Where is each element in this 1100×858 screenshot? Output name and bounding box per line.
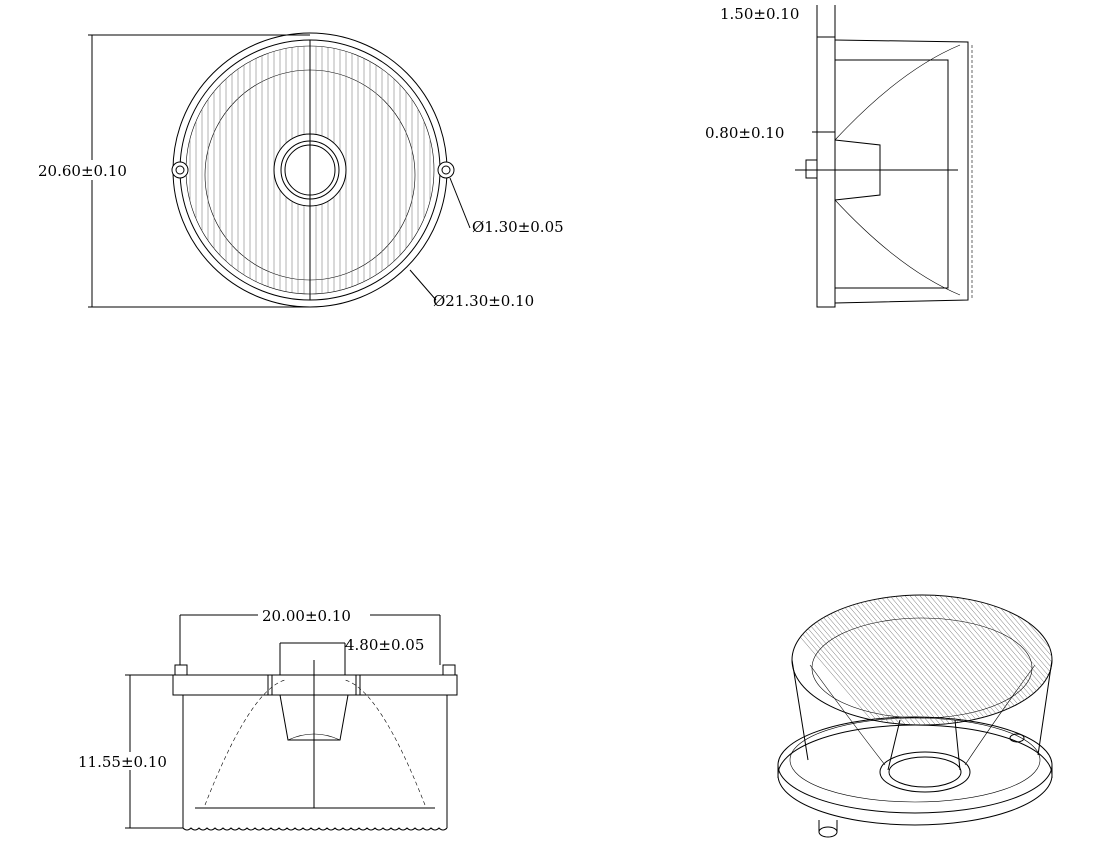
- hatch-line: [889, 595, 1011, 725]
- cavity-width-dimension: 4.80±0.05: [345, 636, 424, 654]
- hatch-line: [799, 595, 921, 725]
- hatch-line: [1014, 595, 1052, 725]
- hatch-line: [929, 595, 1051, 725]
- hatch-line: [1039, 595, 1052, 725]
- hatch-line: [979, 595, 1052, 725]
- hatch-line: [864, 595, 986, 725]
- hatch-line: [792, 595, 886, 725]
- hatch-line: [894, 595, 1016, 725]
- hatch-line: [969, 595, 1052, 725]
- hatch-line: [914, 595, 1036, 725]
- hatch-line: [959, 595, 1052, 725]
- flange-thickness-dimension: 1.50±0.10: [720, 5, 799, 23]
- hatch-line: [954, 595, 1052, 725]
- hatch-line: [974, 595, 1052, 725]
- hatch-line: [814, 595, 936, 725]
- front-view: [88, 32, 471, 308]
- hatch-line: [909, 595, 1031, 725]
- hatch-line: [879, 595, 1001, 725]
- hatch-line: [844, 595, 966, 725]
- hatch-line: [919, 595, 1041, 725]
- hatch-line: [904, 595, 1026, 725]
- hatch-line: [792, 595, 911, 725]
- outer-diameter-dimension: Ø21.30±0.10: [433, 292, 534, 310]
- front-height-dimension: 20.60±0.10: [38, 162, 127, 180]
- hatch-line: [984, 595, 1052, 725]
- top-hatch-lines: [792, 590, 1100, 730]
- hatch-line: [1055, 590, 1100, 730]
- hatch-line: [859, 595, 981, 725]
- hatch-line: [964, 595, 1052, 725]
- hatch-line: [834, 595, 956, 725]
- hatch-line: [899, 595, 1021, 725]
- hatch-line: [809, 595, 931, 725]
- hatch-line: [1065, 590, 1100, 730]
- hatch-line: [884, 595, 1006, 725]
- hatch-line: [794, 595, 916, 725]
- hatch-line: [874, 595, 996, 725]
- hatch-line: [994, 595, 1052, 725]
- hatch-line: [792, 595, 901, 725]
- section-view: [125, 614, 458, 831]
- hatch-line: [939, 595, 1052, 725]
- hatch-line: [839, 595, 961, 725]
- hatch-line: [792, 595, 906, 725]
- hatch-line: [1029, 595, 1052, 725]
- hole-diameter-dimension: Ø1.30±0.05: [472, 218, 564, 236]
- hatch-line: [792, 595, 891, 725]
- side-view: [795, 5, 973, 308]
- hatch-line: [1090, 590, 1100, 730]
- hatch-line: [819, 595, 941, 725]
- hatch-line: [869, 595, 991, 725]
- hatch-line: [1085, 590, 1100, 730]
- hatch-line: [934, 595, 1052, 725]
- hatch-line: [1049, 595, 1052, 725]
- overall-height-dimension: 11.55±0.10: [78, 753, 167, 771]
- hatch-line: [1044, 595, 1052, 725]
- hatch-line: [989, 595, 1052, 725]
- hatch-line: [804, 595, 926, 725]
- hatch-line: [792, 595, 896, 725]
- boss-height-dimension: 0.80±0.10: [705, 124, 784, 142]
- hatch-line: [1080, 590, 1100, 730]
- hatch-line: [854, 595, 976, 725]
- hatch-line: [1070, 590, 1100, 730]
- overall-width-dimension: 20.00±0.10: [262, 607, 351, 625]
- hatch-line: [1075, 590, 1100, 730]
- hatch-line: [849, 595, 971, 725]
- hatch-line: [1060, 590, 1100, 730]
- hatch-line: [1095, 590, 1100, 730]
- hatch-line: [829, 595, 951, 725]
- hatch-line: [944, 595, 1052, 725]
- hatch-line: [1009, 595, 1052, 725]
- hatch-line: [824, 595, 946, 725]
- hatch-line: [1024, 595, 1052, 725]
- isometric-view: [777, 590, 1100, 838]
- hatch-line: [792, 595, 881, 725]
- hatch-line: [1019, 595, 1052, 725]
